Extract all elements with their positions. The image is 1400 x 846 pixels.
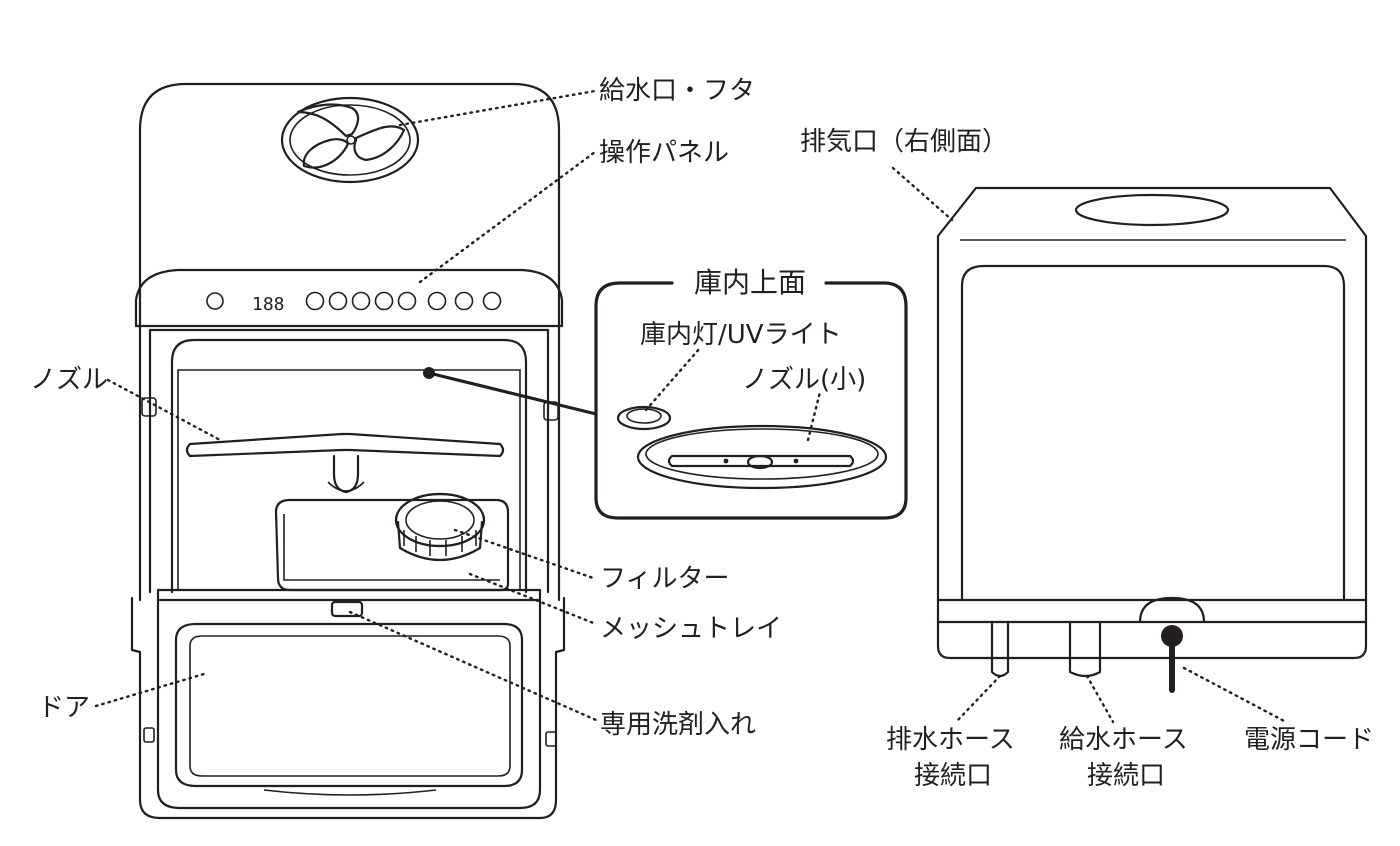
labels: 給水口・フタ 操作パネル 排気口（右側面） ノズル 庫内上面 庫内灯/UVライト… xyxy=(30,76,1374,791)
label-water-inlet-lid: 給水口・フタ xyxy=(599,76,755,106)
leader-lines xyxy=(94,89,1288,724)
door xyxy=(138,588,558,820)
filter xyxy=(394,492,486,562)
detergent-compartment xyxy=(330,600,364,618)
front-view: 188 xyxy=(130,82,566,820)
cavity-top-inset xyxy=(423,281,908,520)
mesh-tray xyxy=(274,498,510,592)
drain-hose-connector xyxy=(990,620,1010,678)
label-nozzle: ノズル xyxy=(30,365,108,395)
power-cord xyxy=(1138,596,1206,693)
water-inlet-lid xyxy=(280,96,420,184)
label-drain-hose-2: 接続口 xyxy=(914,761,992,791)
label-interior-light: 庫内灯/UVライト xyxy=(640,320,842,350)
panel-display: 188 xyxy=(252,294,285,315)
rear-body-outline xyxy=(936,186,1368,660)
label-supply-hose-2: 接続口 xyxy=(1087,761,1165,791)
nozzle-arm xyxy=(185,432,505,494)
label-exhaust-port: 排気口（右側面） xyxy=(800,127,1008,157)
label-filter: フィルター xyxy=(600,564,729,594)
label-door: ドア xyxy=(38,693,90,723)
label-supply-hose-1: 給水ホース xyxy=(1059,725,1188,755)
label-nozzle-small: ノズル(小) xyxy=(742,365,866,395)
label-power-cord: 電源コード xyxy=(1244,725,1374,755)
front-body-outline xyxy=(138,82,561,602)
control-panel: 188 xyxy=(134,268,564,328)
cavity-inner xyxy=(170,338,528,594)
label-cavity-top: 庫内上面 xyxy=(694,266,806,299)
interior-light xyxy=(616,405,672,431)
label-detergent-compartment: 専用洗剤入れ xyxy=(600,710,756,740)
small-nozzle xyxy=(636,424,888,490)
panel-buttons xyxy=(305,291,502,311)
rear-top-opening xyxy=(1074,193,1230,227)
label-control-panel: 操作パネル xyxy=(599,138,729,168)
rear-view xyxy=(936,186,1368,693)
label-drain-hose-1: 排水ホース xyxy=(886,725,1015,755)
supply-hose-connector xyxy=(1068,620,1102,678)
label-mesh-tray: メッシュトレイ xyxy=(600,614,782,644)
